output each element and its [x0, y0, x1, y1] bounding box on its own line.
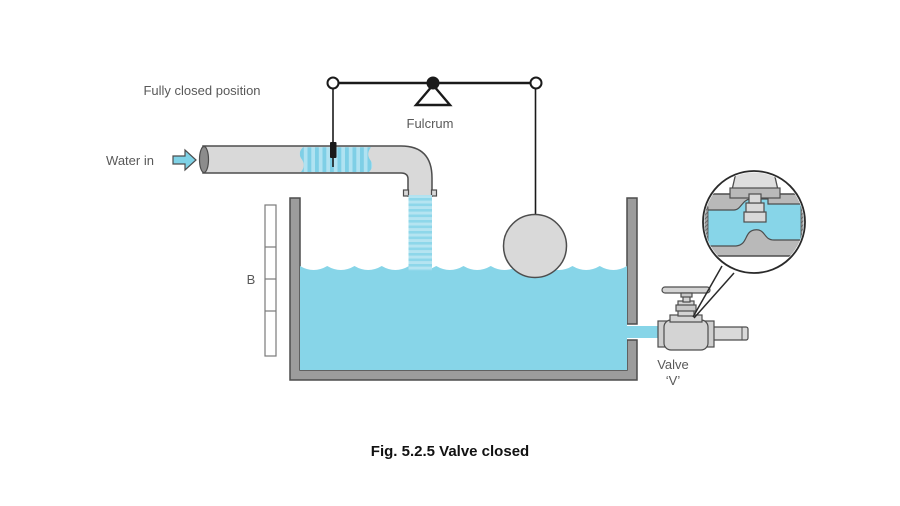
outlet-water — [627, 326, 664, 338]
tank-wall-right-upper — [626, 197, 638, 325]
label-valve-name: Valve — [657, 357, 689, 372]
water-in-arrow-icon — [172, 148, 197, 172]
valve-packing-nut — [675, 304, 697, 312]
valve-v — [657, 286, 749, 351]
valve-body — [663, 319, 709, 351]
label-valve-letter: ‘V’ — [666, 373, 681, 388]
inlet-valve-plug — [330, 142, 337, 158]
lever-mechanism — [326, 76, 568, 279]
level-scale — [264, 204, 277, 357]
water-inlet-pipe — [198, 145, 438, 197]
magnifier-callout — [692, 170, 806, 319]
cutaway-plug-stem — [748, 193, 762, 204]
left-pivot — [326, 76, 340, 90]
tank-water — [300, 266, 627, 370]
label-fulcrum: Fulcrum — [407, 116, 454, 131]
label-fully-closed-position: Fully closed position — [143, 83, 260, 98]
outlet-flare-left — [402, 189, 410, 197]
right-pivot — [529, 76, 543, 90]
label-water-in: Water in — [106, 153, 154, 168]
cutaway-thread-left — [704, 206, 709, 250]
pipe-open-end — [198, 145, 210, 174]
fulcrum-triangle — [413, 83, 453, 107]
label-level-b: B — [247, 272, 256, 287]
float-ball — [502, 213, 568, 279]
cutaway-plug-disc — [743, 211, 767, 223]
cutaway-thread-right — [800, 202, 804, 244]
valve-handwheel — [661, 286, 711, 294]
outlet-flare-right — [430, 189, 438, 197]
callout-tail-line-1 — [692, 265, 723, 318]
figure-caption: Fig. 5.2.5 Valve closed — [371, 443, 529, 460]
valve-cutaway — [704, 172, 804, 257]
falling-water-column — [408, 195, 432, 271]
fulcrum-pin — [426, 76, 440, 90]
cutaway-plug-mid — [745, 202, 765, 213]
callout-tail-line-2 — [693, 272, 735, 319]
pipe-water-striped — [299, 147, 373, 172]
valve-handwheel-hub — [680, 292, 693, 298]
